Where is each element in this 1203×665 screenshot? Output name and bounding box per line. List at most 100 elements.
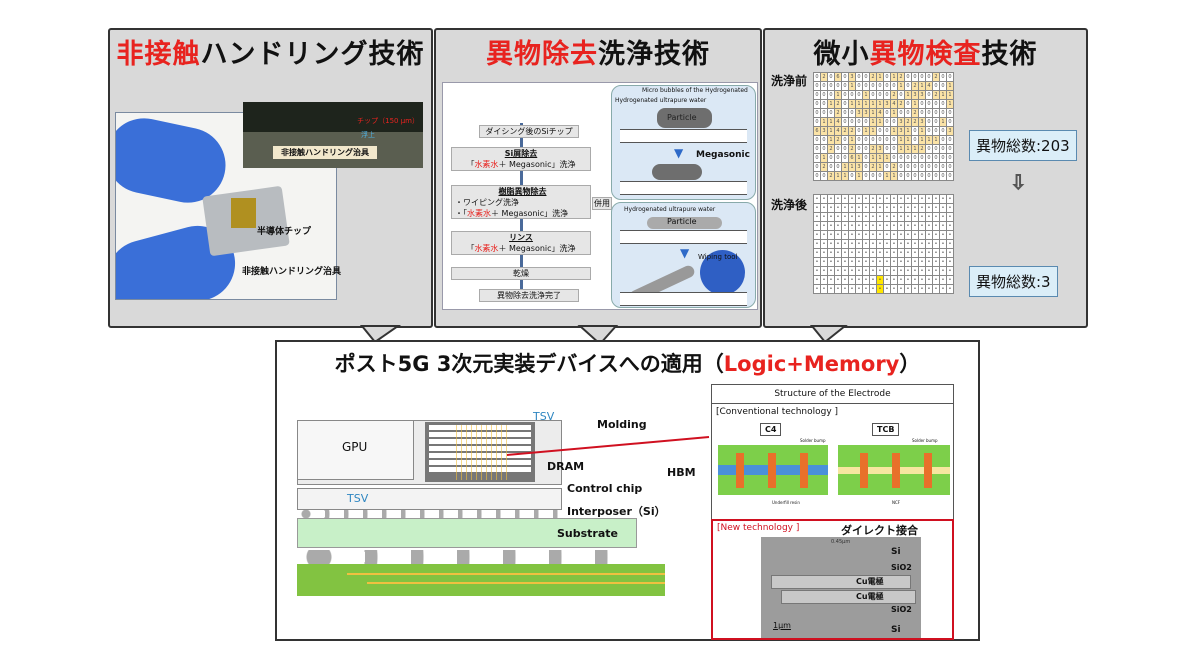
flow-text: 「 [466,160,475,169]
before-count: 異物総数:203 [969,130,1077,161]
handling-panel: 非接触ハンドリング技術 チップ（150 μm） 浮上 非接触ハンドリング治具 半… [108,28,433,328]
flow-step-resin-removal: 樹脂異物除去・ワイピング洗浄・「水素水＋ Megasonic」洗浄 [451,185,591,219]
c4-diagram [718,445,828,495]
tsv-label-bottom: TSV [347,492,369,505]
gpu-shape [297,420,414,480]
cu-electrode-label: Cu電極 [856,577,884,586]
handling-title: 非接触ハンドリング技術 [110,32,431,71]
substrate-shape [620,292,747,306]
callout-tails [359,325,848,346]
inspection-title-black: 技術 [981,39,1038,70]
bumps-row [297,510,562,518]
after-count: 異物総数:3 [969,266,1058,297]
substrate-shape [297,518,637,548]
megasonic-label: Megasonic [696,150,750,160]
underfill-label: Underfill resin [772,500,800,505]
molding-label: Molding [597,418,647,431]
gpu-label: GPU [342,440,368,454]
flow-text-red: 水素水 [474,244,499,253]
cu-electrode-label: Cu電極 [856,592,884,601]
chip-label: チップ（150 μm） [357,117,419,125]
cleaning-panel: 異物除去洗浄技術 ダイシング後のSiチップ Si屑除去「水素水＋ Megason… [434,28,762,328]
float-label: 浮上 [361,131,375,139]
after-label: 洗浄後 [771,198,808,212]
micro-bubbles-label: Micro bubbles of the Hydrogenated [642,87,748,94]
new-technology-box: [New technology ] ダイレクト接合 0.45μm Si Cu電極… [711,519,954,640]
megasonic-bubble: Micro bubbles of the Hydrogenated Hydrog… [611,85,756,200]
wiping-tool-shape [700,250,745,295]
application-title-black: ポスト5G 3次元実装デバイスへの適用（ [334,352,724,376]
conventional-label: [Conventional technology ] [716,407,839,417]
solder-bump-label: Solder bump [912,438,938,443]
inspection-title-black: 微小 [813,39,870,70]
chip-callout: 半導体チップ [257,227,312,237]
flow-text: ＋ Megasonic」洗浄 [491,209,569,218]
flow-step-heading: 樹脂異物除去 [498,187,547,196]
particle-shape [647,217,722,229]
handling-title-black: ハンドリング技術 [200,39,425,70]
particle-shape [657,108,712,128]
wiping-bubble: Hydrogenated ultrapure water Particle ▼ … [611,202,756,308]
substrate-shape [620,129,747,143]
flow-step-rinse: リンス「水素水＋ Megasonic」洗浄 [451,231,591,255]
flow-step-dry: 乾燥 [451,267,591,280]
inspection-title: 微小異物検査技術 [765,32,1086,71]
interposer-label: Interposer（Si） [567,505,666,518]
flow-text: ・「 [455,209,467,218]
down-arrow-icon: ▼ [674,146,684,160]
interposer-shape [297,488,562,510]
tcb-label: TCB [872,423,900,436]
new-technology-label: [New technology ] [717,523,800,533]
flow-step-start: ダイシング後のSiチップ [479,125,579,138]
substrate-label: Substrate [557,527,618,540]
grid-cell: • [946,284,954,294]
tsv-array [452,425,507,480]
application-title: ポスト5G 3次元実装デバイスへの適用（Logic+Memory） [277,348,978,378]
c4-label: C4 [760,423,782,436]
flow-text-red: 水素水 [474,160,499,169]
balls-row [297,550,637,564]
flow-text: 「 [466,244,475,253]
flow-step-si-removal: Si屑除去「水素水＋ Megasonic」洗浄 [451,147,591,171]
tsv-label-top: TSV [533,410,555,423]
particle-shape [652,164,702,180]
flow-text-red: 水素水 [467,209,491,218]
cleaning-title-red: 異物除去 [486,39,598,70]
application-title-red: Logic+Memory [723,352,900,376]
si-label: Si [891,625,901,635]
semiconductor-chip [231,198,256,228]
tcb-diagram [838,445,950,495]
inspection-title-red: 異物検査 [869,39,982,70]
particle-label: Particle [667,113,697,122]
combined-use-label: 併用 [592,197,612,210]
down-arrow-icon: ▼ [680,246,690,260]
flow-text: ＋ Megasonic」洗浄 [498,244,576,253]
cleaning-title-black: 洗浄技術 [598,39,710,70]
handling-title-red: 非接触 [116,39,201,70]
wiping-tool-label: Wiping tool [698,253,738,261]
jig-label-inset: 非接触ハンドリング治具 [273,146,377,159]
flow-step-heading: Si屑除去 [504,149,538,158]
dram-label: DRAM [547,460,585,473]
control-chip-label: Control chip [567,482,643,495]
flow-text: ＋ Megasonic」洗浄 [498,160,576,169]
water-label: Hydrogenated ultrapure water [624,206,716,213]
sio2-label: SiO2 [891,563,912,572]
flow-step-heading: リンス [509,233,533,242]
substrate-shape [620,181,747,195]
jig-callout: 非接触ハンドリング治具 [242,267,342,277]
sem-image: 0.45μm Si Cu電極 Cu電極 SiO2 SiO2 1μm Si [761,537,921,638]
flow-text: ・ワイピング洗浄 [455,198,519,207]
application-title-end: ） [899,352,921,376]
hbm-label: HBM [667,466,696,479]
package-diagram: GPU TSV Molding DRAM HBM Control chip TS… [297,410,717,620]
particle-label: Particle [667,217,697,226]
grid-cell: 0 [946,171,954,181]
electrode-figure: Structure of the Electrode [Conventional… [711,384,954,640]
cleaning-title: 異物除去洗浄技術 [436,32,760,71]
board-shape [297,564,665,596]
sio2-label: SiO2 [891,605,912,614]
substrate-shape [620,230,747,244]
water-label: Hydrogenated ultrapure water [615,97,707,104]
